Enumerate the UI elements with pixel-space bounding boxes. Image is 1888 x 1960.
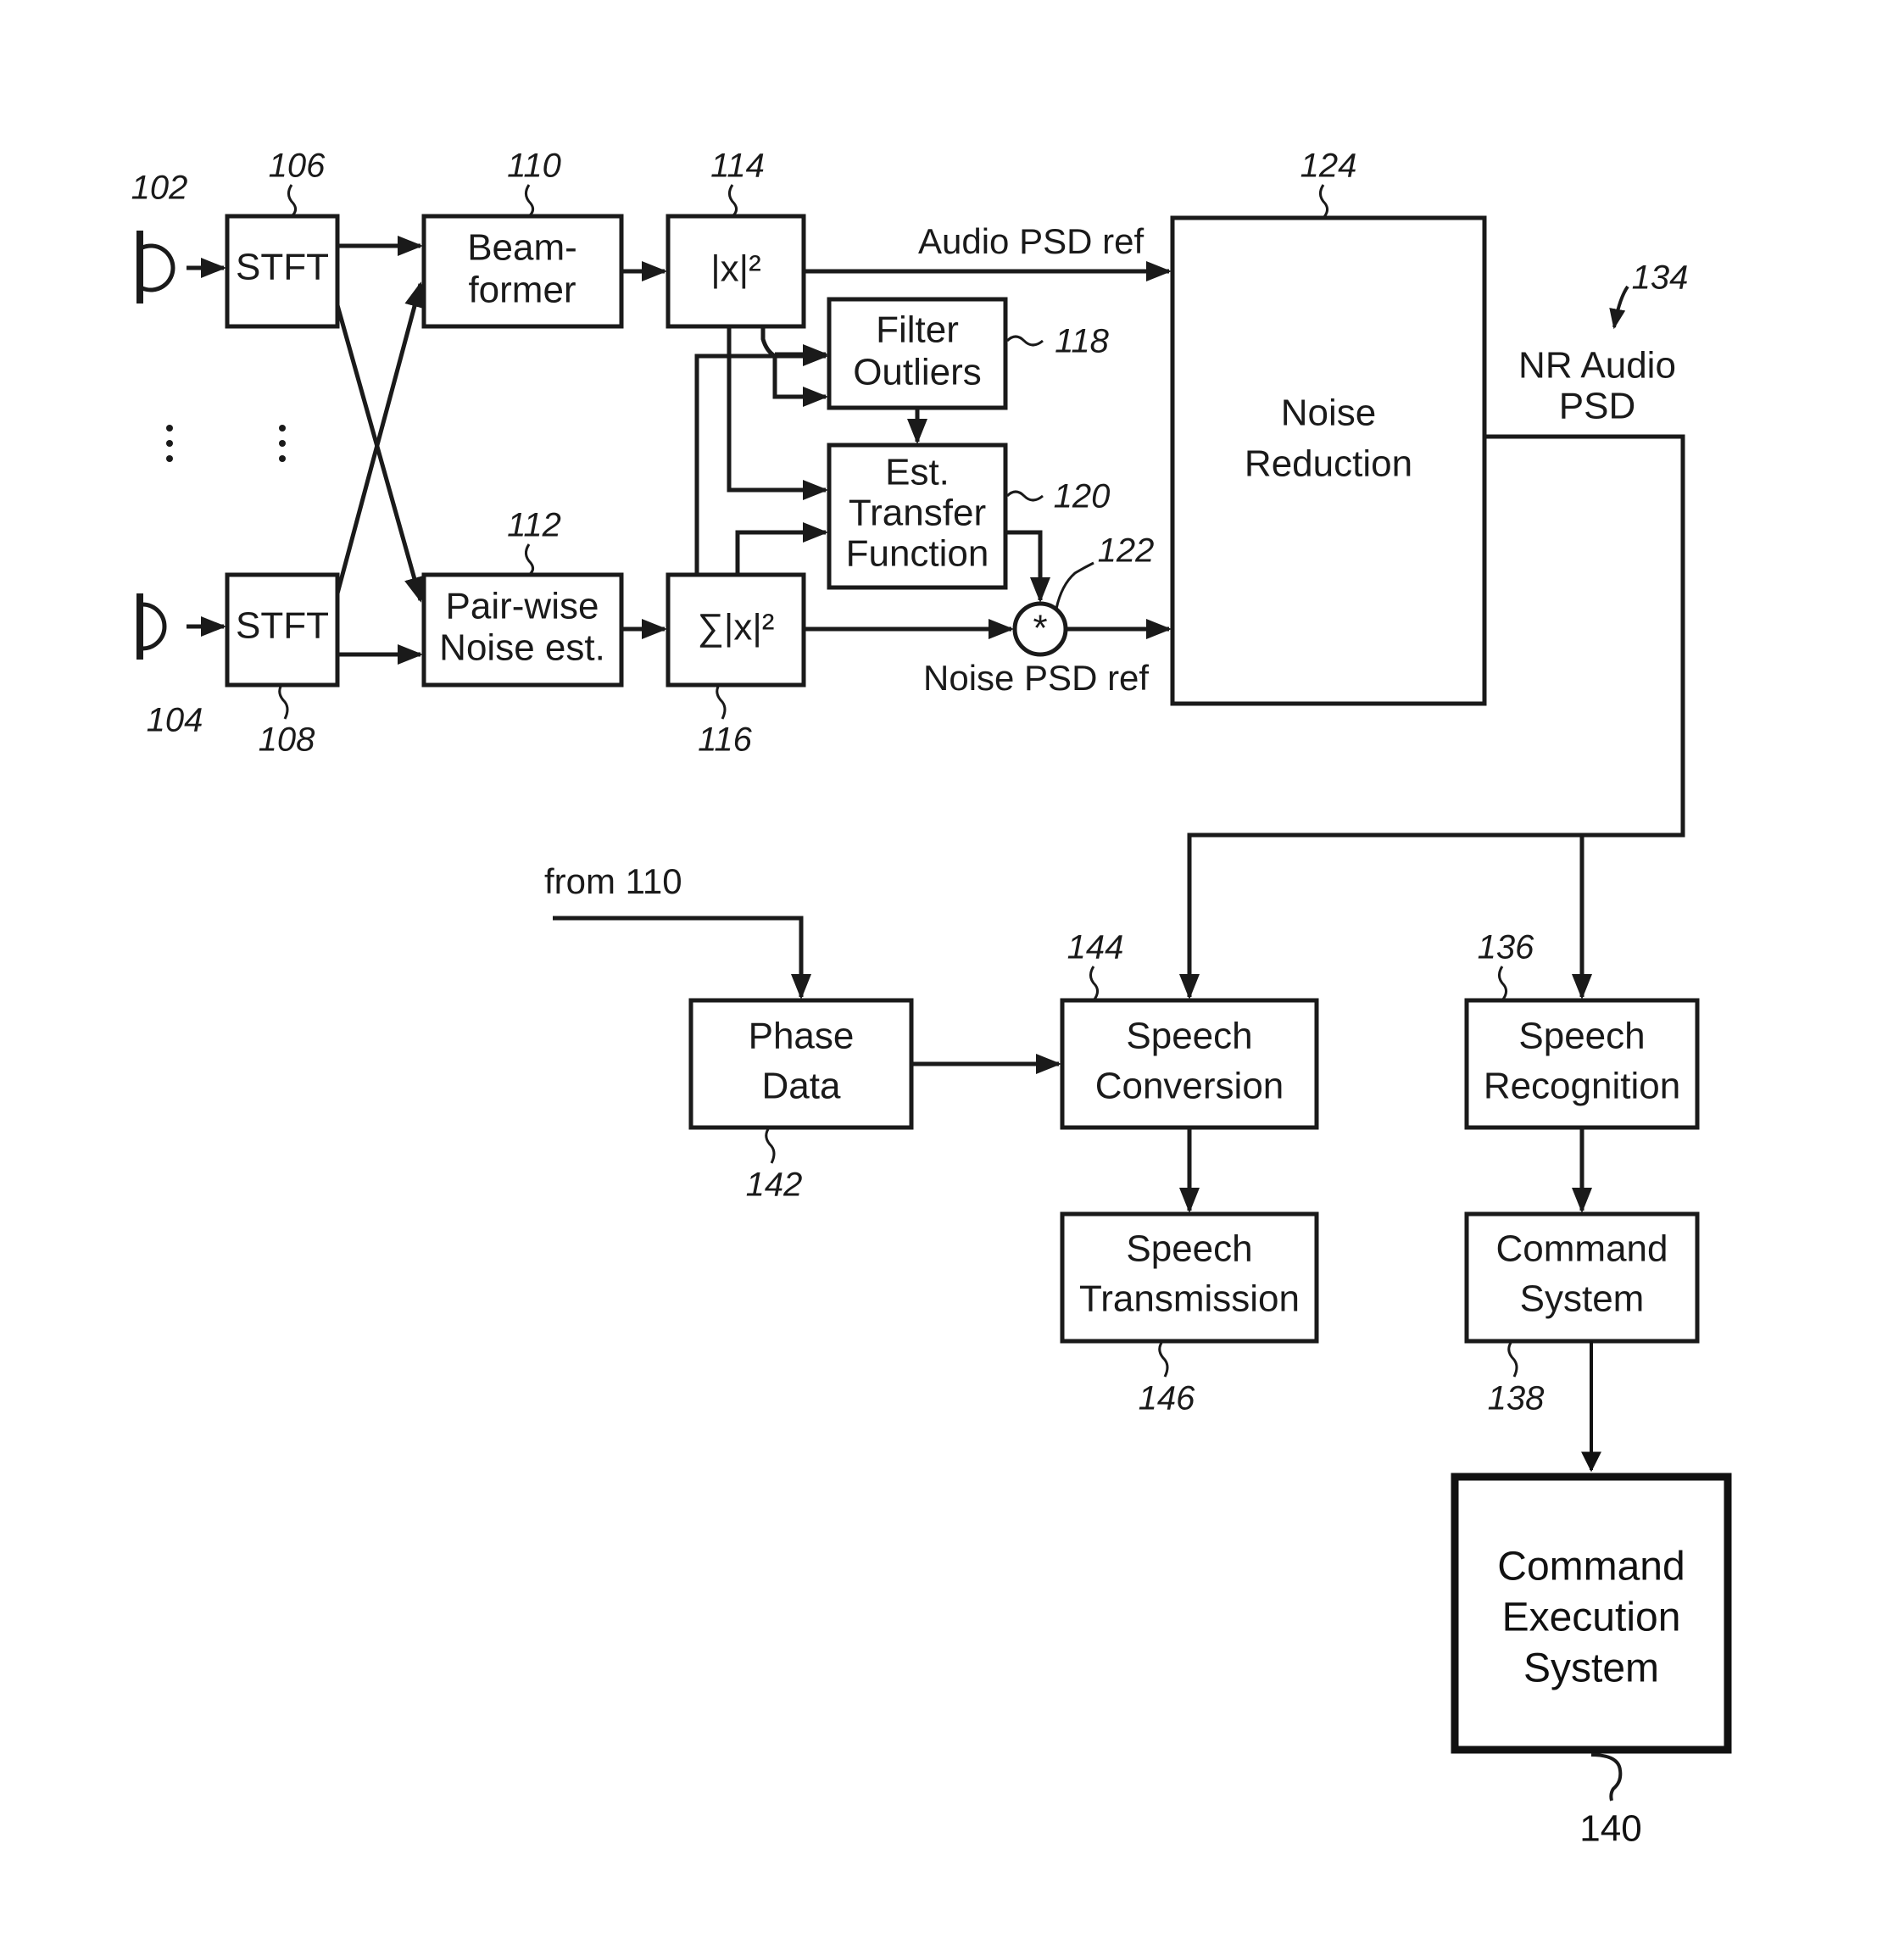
- speech-recognition-label-line1: Speech: [1518, 1016, 1645, 1057]
- pairwise-noise-ref: 112: [507, 507, 561, 544]
- speech-recognition-ref: 136: [1478, 929, 1534, 966]
- speech-transmission-label-line2: Transmission: [1079, 1278, 1300, 1320]
- command-execution-label-line1: Command: [1497, 1545, 1685, 1590]
- microphone-top-ref: 102: [131, 170, 188, 207]
- sum-abs-squared-label: ∑|x|²: [698, 607, 775, 649]
- noise-reduction-ref: 124: [1300, 148, 1357, 185]
- command-system-ref: 138: [1488, 1380, 1545, 1417]
- stft-bottom-label: STFT: [236, 605, 329, 647]
- channel-ellipsis: [166, 425, 286, 462]
- stft-top-label: STFT: [236, 247, 329, 288]
- command-system-label-line2: System: [1520, 1278, 1645, 1320]
- nr-audio-psd-label-line2: PSD: [1559, 386, 1635, 427]
- pairwise-noise-label-line1: Pair-wise: [446, 586, 599, 627]
- speech-conversion-label-line1: Speech: [1126, 1016, 1252, 1057]
- nr-audio-psd-label-line1: NR Audio: [1518, 345, 1676, 387]
- command-system-label-line1: Command: [1496, 1228, 1668, 1270]
- multiplier-symbol: *: [1033, 608, 1047, 649]
- command-execution-ref: 140: [1579, 1808, 1641, 1850]
- noise-psd-ref-label: Noise PSD ref: [923, 658, 1149, 698]
- filter-outliers-label-line2: Outliers: [853, 352, 982, 393]
- stft-top-ref: 106: [269, 148, 326, 185]
- nr-audio-psd-ref: 134: [1632, 259, 1689, 297]
- speech-recognition-label-line2: Recognition: [1484, 1066, 1680, 1107]
- command-execution-label-line2: Execution: [1502, 1595, 1681, 1640]
- est-transfer-label-line2: Transfer: [849, 493, 986, 534]
- microphone-bottom-icon: [140, 593, 164, 660]
- phase-data-label-line2: Data: [762, 1066, 841, 1107]
- microphone-top-icon: [140, 231, 173, 303]
- speech-conversion-ref: 144: [1067, 929, 1124, 966]
- speech-conversion-label-line2: Conversion: [1095, 1066, 1284, 1107]
- sum-abs-squared-ref: 116: [698, 721, 753, 759]
- est-transfer-ref: 120: [1054, 478, 1111, 515]
- filter-outliers-label-line1: Filter: [876, 309, 959, 351]
- speech-transmission-ref: 146: [1139, 1380, 1195, 1417]
- speech-transmission-label-line1: Speech: [1126, 1228, 1252, 1270]
- beamformer-ref: 110: [507, 148, 561, 185]
- filter-outliers-ref: 118: [1055, 323, 1110, 360]
- phase-data-label-line1: Phase: [749, 1016, 855, 1057]
- noise-reduction-label-line1: Noise: [1281, 393, 1377, 434]
- microphone-bottom-ref: 104: [147, 702, 203, 739]
- pairwise-noise-label-line2: Noise est.: [439, 627, 605, 669]
- command-execution-label-line3: System: [1523, 1646, 1659, 1691]
- abs-squared-label: |x|²: [710, 248, 761, 290]
- est-transfer-label-line3: Function: [846, 533, 989, 575]
- stft-bottom-ref: 108: [259, 721, 315, 759]
- multiplier-ref: 122: [1098, 532, 1155, 570]
- abs-squared-ref: 114: [710, 148, 765, 185]
- phase-data-ref: 142: [746, 1167, 803, 1204]
- audio-psd-ref-label: Audio PSD ref: [918, 221, 1144, 261]
- beamformer-label-line1: Beam-: [467, 227, 577, 269]
- from-110-label: from 110: [544, 861, 682, 901]
- est-transfer-label-line1: Est.: [885, 452, 950, 493]
- noise-reduction-label-line2: Reduction: [1245, 443, 1412, 485]
- beamformer-label-line2: former: [468, 270, 576, 311]
